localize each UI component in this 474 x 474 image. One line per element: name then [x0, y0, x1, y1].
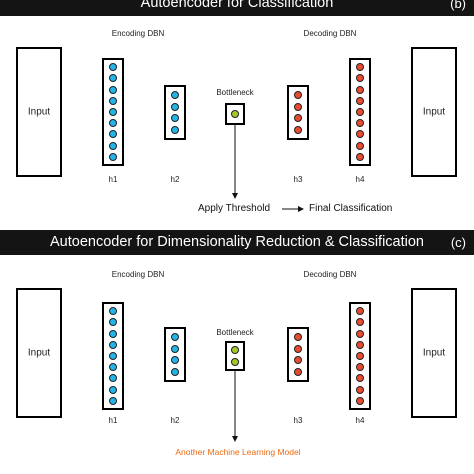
neuron: [109, 152, 117, 161]
panel-c-input-right: Input: [411, 288, 457, 418]
panel-b-bottleneck-label: Bottleneck: [216, 88, 254, 97]
panel-c-input-left-label: Input: [27, 347, 51, 359]
neuron: [109, 119, 117, 128]
panel-b-h2-label: h2: [170, 175, 180, 184]
neuron: [356, 340, 364, 349]
panel-b-final-classification: Final Classification: [309, 203, 393, 214]
neuron: [356, 318, 364, 327]
neuron: [356, 74, 364, 83]
neuron: [109, 374, 117, 383]
neuron: [356, 130, 364, 139]
panel-c-decoding-label: Decoding DBN: [303, 270, 357, 279]
panel-b-decoding-label: Decoding DBN: [303, 29, 357, 38]
panel-c-h2-label: h2: [170, 416, 180, 425]
neuron: [356, 107, 364, 116]
neuron: [109, 385, 117, 394]
neuron: [231, 110, 239, 118]
neuron: [109, 351, 117, 360]
panel-c-tag: (c): [450, 235, 466, 250]
panel-c-h4-label: h4: [355, 416, 365, 425]
neuron: [171, 90, 179, 99]
neuron: [294, 344, 302, 353]
neuron: [294, 356, 302, 365]
panel-c-h3-label: h3: [293, 416, 303, 425]
neuron: [171, 368, 179, 377]
neuron: [356, 141, 364, 150]
neuron: [356, 119, 364, 128]
panel-b-h3-layer: [287, 85, 309, 140]
neuron: [356, 96, 364, 105]
panel-b-h2-layer: [164, 85, 186, 140]
panel-b-bottleneck-layer: [225, 103, 245, 125]
neuron: [231, 357, 239, 366]
neuron: [356, 63, 364, 72]
panel-b-input-left-label: Input: [27, 106, 51, 118]
neuron: [231, 346, 239, 355]
neuron: [356, 152, 364, 161]
panel-b-apply-threshold: Apply Threshold: [198, 203, 271, 214]
neuron: [109, 329, 117, 338]
neuron: [356, 396, 364, 405]
panel-c-input-right-label: Input: [422, 347, 446, 359]
neuron: [294, 368, 302, 377]
panel-c-h2-layer: [164, 327, 186, 382]
panel-b-h1-layer: [102, 58, 124, 166]
panel-c-model-label: Another Machine Learning Model: [175, 447, 301, 457]
panel-c-h1-layer: [102, 302, 124, 410]
panel-b-h1-label: h1: [108, 175, 118, 184]
panel-b-input-right: Input: [411, 47, 457, 177]
neuron: [109, 396, 117, 405]
neuron: [171, 344, 179, 353]
neuron: [294, 102, 302, 111]
panel-b-encoding-label: Encoding DBN: [111, 29, 165, 38]
panel-c-title: Autoencoder for Dimensionality Reduction…: [50, 234, 424, 250]
neuron: [109, 307, 117, 316]
panel-c-banner: Autoencoder for Dimensionality Reduction…: [0, 230, 474, 255]
neuron: [294, 114, 302, 123]
neuron: [171, 356, 179, 365]
panel-c-bottleneck-layer: [225, 341, 245, 371]
panel-b-input-right-label: Input: [422, 106, 446, 118]
panel-c-h1-label: h1: [108, 416, 118, 425]
neuron: [171, 114, 179, 123]
panel-c-input-left: Input: [16, 288, 62, 418]
panel-b-banner: Autoencoder for Classification (b): [0, 0, 474, 16]
neuron: [356, 329, 364, 338]
neuron: [109, 107, 117, 116]
panel-c-encoding-label: Encoding DBN: [111, 270, 165, 279]
neuron: [109, 141, 117, 150]
neuron: [356, 85, 364, 94]
neuron: [356, 374, 364, 383]
neuron: [294, 332, 302, 341]
neuron: [109, 340, 117, 349]
neuron: [109, 63, 117, 72]
panel-b-h4-label: h4: [355, 175, 365, 184]
neuron: [109, 96, 117, 105]
neuron: [109, 318, 117, 327]
panel-b-tag: (b): [450, 0, 466, 11]
panel-b-h4-layer: [349, 58, 371, 166]
neuron: [109, 130, 117, 139]
neuron: [356, 351, 364, 360]
neuron: [171, 126, 179, 135]
neuron: [356, 307, 364, 316]
neuron: [109, 74, 117, 83]
panel-b-title: Autoencoder for Classification: [140, 0, 334, 11]
panel-b-h3-label: h3: [293, 175, 303, 184]
panel-c-bottleneck-label: Bottleneck: [216, 328, 254, 337]
neuron: [356, 363, 364, 372]
neuron: [109, 85, 117, 94]
neuron: [171, 332, 179, 341]
neuron: [171, 102, 179, 111]
neuron: [294, 126, 302, 135]
panel-c-h3-layer: [287, 327, 309, 382]
panel-c-h4-layer: [349, 302, 371, 410]
panel-b-input-left: Input: [16, 47, 62, 177]
neuron: [109, 363, 117, 372]
neuron: [294, 90, 302, 99]
neuron: [356, 385, 364, 394]
